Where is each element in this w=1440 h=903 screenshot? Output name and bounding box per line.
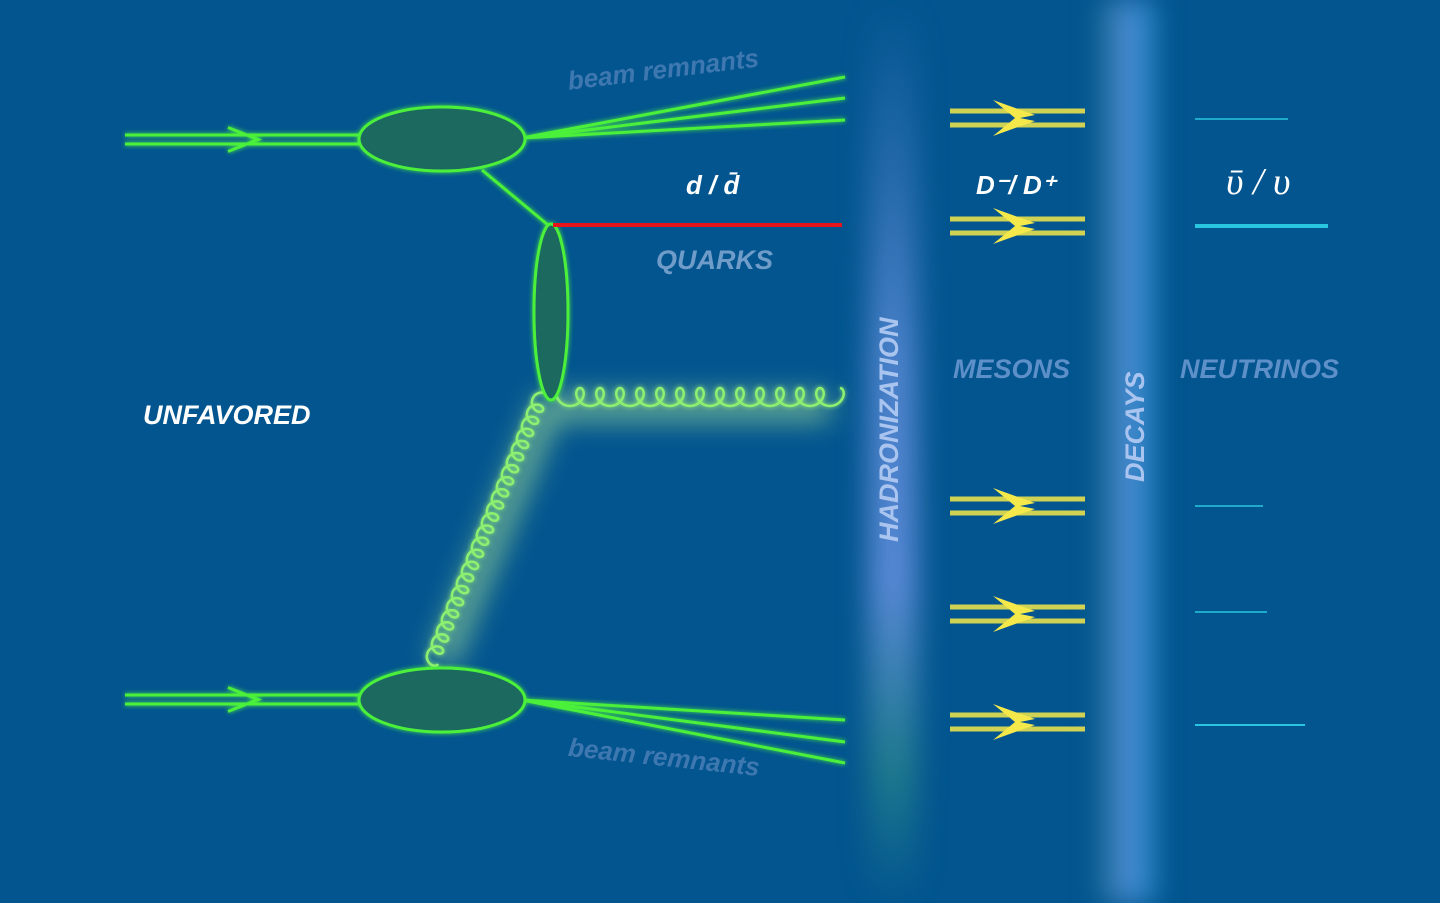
meson-arrow-icon xyxy=(993,208,1035,244)
meson-arrow-icon xyxy=(993,488,1035,524)
meson-symbol: D⁻/ D⁺ xyxy=(976,170,1056,200)
gluon-horizontal xyxy=(555,386,845,408)
neutrino-symbol: ῡ / υ xyxy=(1226,161,1291,203)
meson-arrow-icon xyxy=(993,100,1035,136)
hadron-blob-bottom xyxy=(357,666,527,734)
decays-band xyxy=(1100,0,1155,903)
gluon-glow xyxy=(430,395,565,665)
gluon-glow xyxy=(555,395,830,420)
quark-symbol: d / d̄ xyxy=(686,170,740,200)
neutrinos-label: NEUTRINOS xyxy=(1180,354,1340,384)
beam-remnant-line xyxy=(521,75,846,140)
meson-arrow-icon xyxy=(993,596,1035,632)
gluon-diagonal xyxy=(425,391,550,668)
arrow-icon xyxy=(227,126,263,153)
meson-arrow-icon xyxy=(993,704,1035,740)
hadronization-label: HADRONIZATION xyxy=(874,317,904,542)
quarks-label: QUARKS xyxy=(656,245,774,275)
beam-remnant-line xyxy=(521,96,846,140)
beam-remnant-line xyxy=(521,118,846,140)
hadron-blob-top xyxy=(357,105,527,173)
beam-remnant-line xyxy=(521,698,846,765)
parton-line xyxy=(481,168,549,227)
decays-label: DECAYS xyxy=(1120,371,1150,482)
mesons-label: MESONS xyxy=(953,354,1071,384)
arrow-icon xyxy=(227,686,263,713)
beam-remnant-line xyxy=(521,698,846,744)
hadronization-band xyxy=(868,0,918,903)
beam-remnant-line xyxy=(521,698,846,722)
hard-scattering-blob xyxy=(532,222,570,402)
unfavored-label: UNFAVORED xyxy=(143,400,311,430)
